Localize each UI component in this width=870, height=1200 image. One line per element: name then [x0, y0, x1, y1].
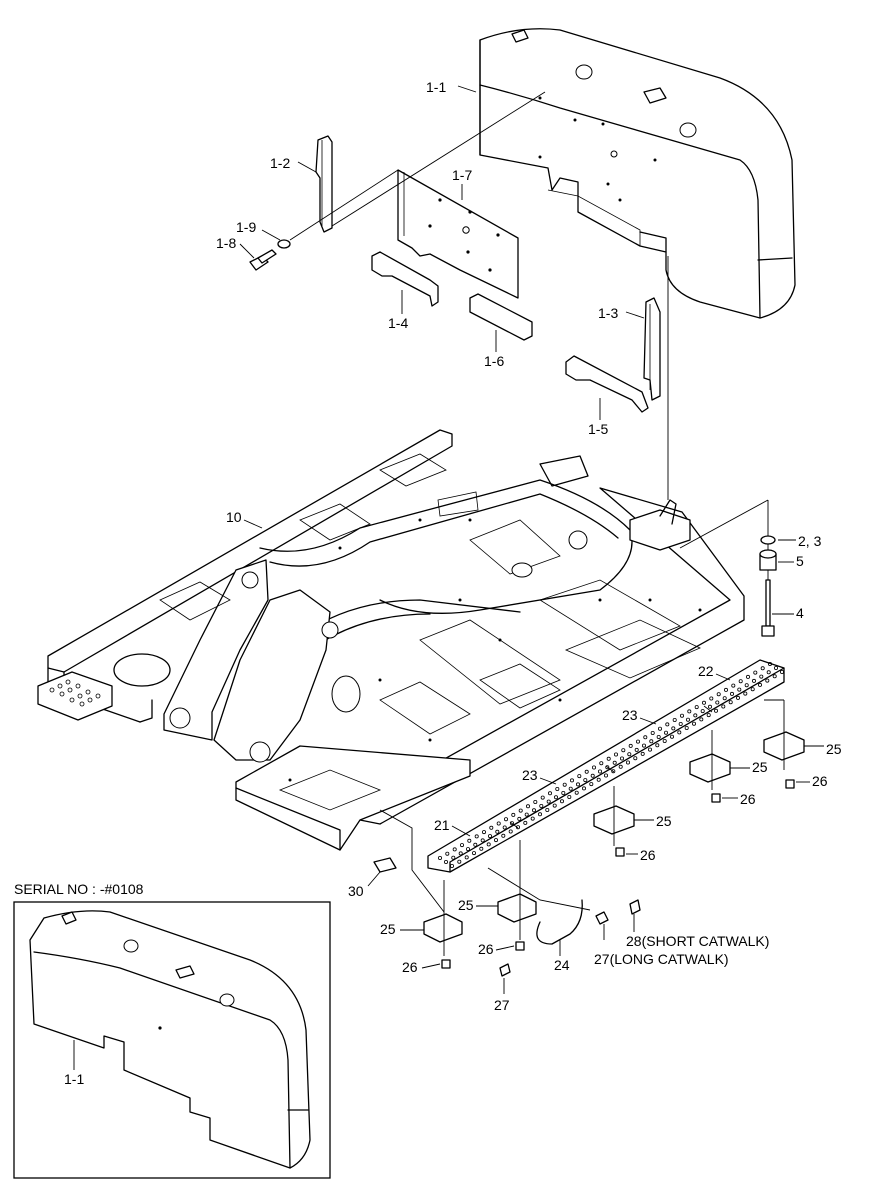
serial-box-title: SERIAL NO : -#0108: [14, 881, 144, 897]
label-23-b: 23: [522, 767, 538, 783]
label-2-3: 2, 3: [798, 533, 822, 549]
label-26-e: 26: [402, 959, 418, 975]
label-24: 24: [554, 957, 570, 973]
counterweight: [479, 28, 796, 319]
label-25-c: 25: [656, 813, 672, 829]
label-1-2: 1-2: [270, 155, 290, 171]
label-25-b: 25: [752, 759, 768, 775]
part-1-5: [565, 355, 649, 413]
label-1-6: 1-6: [484, 353, 504, 369]
washer-1-9: [277, 239, 291, 249]
label-1-9: 1-9: [236, 219, 256, 235]
part-1-2: [315, 135, 333, 233]
label-26-d: 26: [478, 941, 494, 957]
label-26-c: 26: [640, 847, 656, 863]
inset-label-1-1: 1-1: [64, 1071, 84, 1087]
bracket-25-e: [423, 913, 463, 943]
label-26-a: 26: [812, 773, 828, 789]
label-27-b: 27(LONG CATWALK): [594, 951, 729, 967]
label-1-5: 1-5: [588, 421, 608, 437]
bolt-26-group: [441, 779, 795, 969]
part-1-7: [397, 169, 519, 299]
label-1-7: 1-7: [452, 167, 472, 183]
serial-inset: SERIAL NO : -#0108 1-1: [13, 881, 331, 1179]
label-1-3: 1-3: [598, 305, 618, 321]
label-22: 22: [698, 663, 714, 679]
label-26-b: 26: [740, 791, 756, 807]
label-5: 5: [796, 553, 804, 569]
label-30: 30: [348, 883, 364, 899]
upper-frame: [37, 429, 745, 851]
label-1-8: 1-8: [216, 235, 236, 251]
label-25-a: 25: [826, 741, 842, 757]
bracket-25-b: [689, 753, 731, 783]
label-27-a: 27: [494, 997, 510, 1013]
part-1-6: [469, 293, 533, 341]
handrail-24: [536, 899, 583, 945]
label-23-a: 23: [622, 707, 638, 723]
part-1-3: [643, 297, 661, 401]
pin-30: [373, 857, 397, 873]
label-21: 21: [434, 817, 450, 833]
label-1-4: 1-4: [388, 315, 408, 331]
callouts: 1-1 1-2 1-3 1-4 1-5 1-6 1-7 1-8 1-9 2, 3…: [216, 79, 842, 1013]
label-28: 28(SHORT CATWALK): [626, 933, 769, 949]
label-10: 10: [226, 509, 242, 525]
bolt-4: [761, 579, 775, 637]
label-1-1: 1-1: [426, 79, 446, 95]
catwalk: [427, 659, 785, 873]
bolt-1-8: [249, 249, 277, 271]
bolt-27-28: [499, 899, 641, 977]
label-4: 4: [796, 605, 804, 621]
washer-2-3: [760, 535, 776, 545]
label-25-e: 25: [380, 921, 396, 937]
part-1-4: [371, 251, 439, 307]
spacer-5: [759, 549, 777, 571]
bracket-25-d: [497, 893, 537, 923]
label-25-d: 25: [458, 897, 474, 913]
